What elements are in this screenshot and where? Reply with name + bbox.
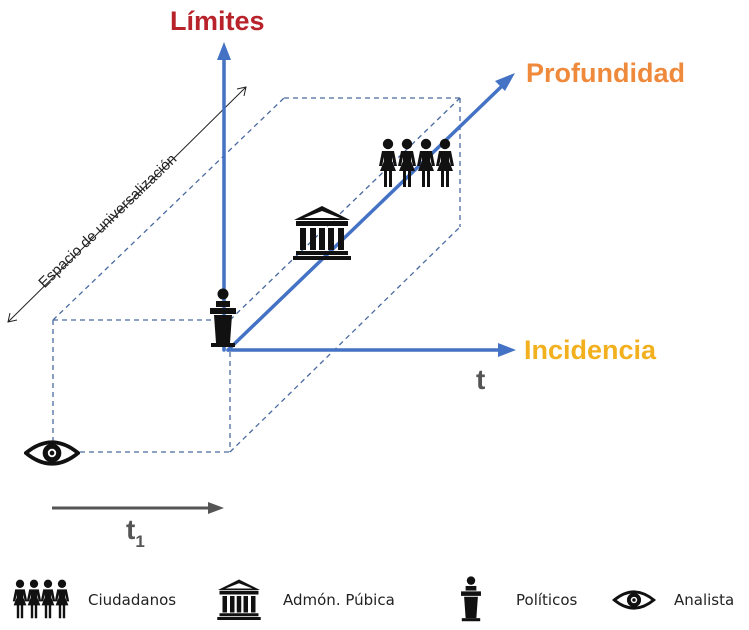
diagonal-axis bbox=[226, 84, 504, 352]
axis-label-limites: Límites bbox=[170, 6, 265, 36]
time-arrow-t: t bbox=[126, 514, 136, 545]
axis-label-t: t bbox=[476, 364, 486, 395]
legend-label-politicos: Políticos bbox=[516, 591, 578, 609]
diagonal-arrowhead bbox=[495, 73, 515, 91]
legend-public-building-icon bbox=[217, 579, 261, 620]
vertical-arrowhead bbox=[217, 42, 231, 60]
horizontal-arrowhead bbox=[498, 343, 516, 357]
axis-label-profundidad: Profundidad bbox=[526, 58, 685, 88]
axes bbox=[217, 42, 516, 357]
time-arrow-subscript: 1 bbox=[135, 532, 145, 551]
axis-label-incidencia: Incidencia bbox=[524, 335, 657, 365]
legend-label-admon-publica: Admón. Púbica bbox=[283, 591, 395, 609]
legend-label-ciudadanos: Ciudadanos bbox=[88, 591, 177, 609]
legend-label-analista: Analista bbox=[674, 591, 735, 609]
legend-eye-icon bbox=[612, 590, 656, 610]
legend-politician-icon bbox=[461, 576, 481, 622]
citizens-icon bbox=[379, 138, 454, 187]
public-building-icon bbox=[293, 206, 351, 260]
eye-icon bbox=[24, 440, 80, 466]
legend-citizens-icon bbox=[12, 579, 70, 619]
universalization-arrow bbox=[7, 86, 247, 323]
time-arrow-label: t1 bbox=[126, 514, 145, 552]
dashed-box bbox=[52, 97, 461, 453]
time-arrow bbox=[52, 502, 224, 514]
